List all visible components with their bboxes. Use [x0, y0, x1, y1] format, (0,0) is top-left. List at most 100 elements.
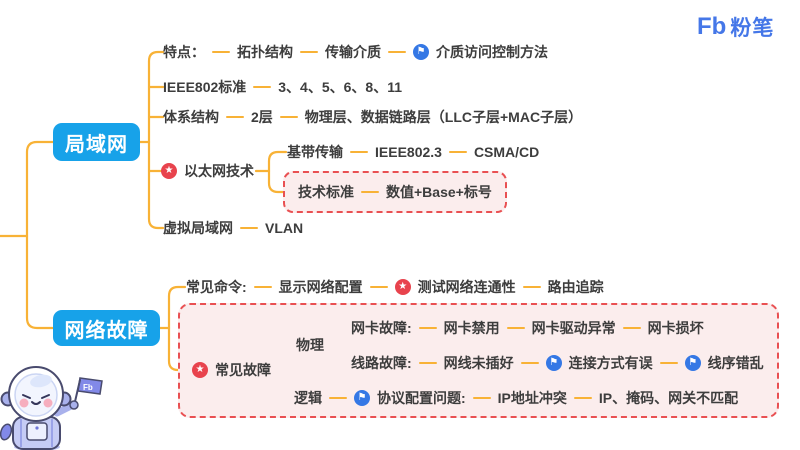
branch-baseband: 基带传输 IEEE802.3 CSMA/CD	[287, 141, 539, 163]
ip-mask-gateway-mismatch: IP、掩码、网关不匹配	[598, 390, 739, 406]
fenbi-logo-mark: Fb	[697, 13, 727, 40]
mascot-flag: Fb	[73, 377, 103, 407]
mascot-chest-panel	[26, 422, 48, 441]
connector-dash	[506, 326, 525, 330]
star-icon: ★	[394, 279, 411, 295]
vlan-value: VLAN	[265, 220, 304, 236]
connector-dash	[448, 150, 467, 154]
ethernet-label: 以太网技术	[184, 163, 254, 179]
commands-traceroute: 路由追踪	[547, 279, 604, 295]
branch-common-faults: ★ 常见故障	[192, 359, 271, 381]
topic-network-fault: 网络故障	[53, 310, 160, 346]
mascot-smile	[31, 401, 41, 405]
branch-architecture: 体系结构 2层 物理层、数据链路层（LLC子层+MAC子层）	[163, 106, 582, 128]
connector-dash	[388, 50, 406, 54]
flag-icon: ⚑	[545, 355, 562, 371]
topic-lan-label: 局域网	[65, 133, 128, 156]
star-glyph: ★	[164, 165, 174, 176]
connector-dash	[361, 190, 379, 194]
connector-dash	[329, 396, 347, 400]
commands-label: 常见命令:	[186, 279, 247, 295]
protocol-config-label: 协议配置问题:	[377, 390, 466, 406]
star-glyph: ★	[398, 281, 408, 292]
branch-vlan: 虚拟局域网 VLAN	[163, 217, 303, 239]
connector-dash	[253, 85, 272, 89]
commands-show-config: 显示网络配置	[278, 279, 363, 295]
branch-logical: 逻辑 ⚑ 协议配置问题: IP地址冲突 IP、掩码、网关不匹配	[294, 387, 738, 409]
baseband-csmacd: CSMA/CD	[473, 144, 540, 160]
nic-disabled: 网卡禁用	[443, 320, 500, 336]
connector-dash	[418, 361, 437, 365]
fenbi-mascot: Fb	[0, 366, 103, 450]
mascot-hand	[69, 400, 79, 410]
topic-network-fault-label: 网络故障	[64, 319, 149, 342]
mascot-flag-text: Fb	[83, 383, 93, 392]
connector-dash	[253, 285, 272, 289]
branch-line-fault: 线路故障: 网线未插好 ⚑ 连接方式有误 ⚑ 线序错乱	[351, 352, 764, 374]
star-icon: ★	[192, 362, 208, 378]
star-icon: ★	[161, 163, 177, 179]
tech-standard-label: 技术标准	[298, 184, 354, 200]
branch-nic-fault: 网卡故障: 网卡禁用 网卡驱动异常 网卡损坏	[351, 317, 704, 339]
wrong-connection-mode: 连接方式有误	[568, 355, 653, 371]
wire-order-error: 线序错乱	[707, 355, 764, 371]
star-glyph: ★	[195, 364, 205, 375]
cable-unplugged: 网线未插好	[443, 355, 514, 371]
flag-glyph: ⚑	[549, 357, 559, 368]
vlan-label: 虚拟局域网	[163, 220, 233, 236]
features-item-topology: 拓扑结构	[237, 44, 293, 60]
connector-dash	[522, 285, 541, 289]
flag-glyph: ⚑	[688, 357, 698, 368]
commands-ping: 测试网络连通性	[417, 279, 516, 295]
connector-dash	[659, 361, 678, 365]
line-fault-label: 线路故障:	[351, 355, 412, 371]
architecture-layers-detail: 物理层、数据链路层（LLC子层+MAC子层）	[304, 109, 583, 125]
architecture-label: 体系结构	[163, 109, 219, 125]
flag-icon: ⚑	[684, 355, 701, 371]
connector-dash	[573, 396, 592, 400]
topic-lan: 局域网	[53, 123, 140, 161]
connector-dash	[279, 115, 298, 119]
common-faults-label: 常见故障	[215, 362, 271, 378]
mascot-eye	[22, 394, 31, 399]
branch-features: 特点： 拓扑结构 传输介质 ⚑ 介质访问控制方法	[163, 41, 548, 63]
connector-dash	[472, 396, 491, 400]
nic-driver-error: 网卡驱动异常	[531, 320, 616, 336]
connector-dash	[350, 150, 368, 154]
mascot-cheek	[43, 398, 53, 408]
tech-standard-highlight-box: 技术标准 数值+Base+标号	[283, 171, 507, 213]
connector-dash	[240, 226, 258, 230]
physical-label: 物理	[296, 337, 324, 353]
branch-ieee802: IEEE802标准 3、4、5、6、8、11	[163, 76, 402, 98]
flag-glyph: ⚑	[416, 46, 426, 57]
flag-icon: ⚑	[354, 390, 370, 406]
features-item-access-control: 介质访问控制方法	[436, 44, 548, 60]
features-item-medium: 传输介质	[325, 44, 381, 60]
ip-conflict: IP地址冲突	[497, 390, 567, 406]
mascot-cheek	[19, 398, 29, 408]
connector-dash	[622, 326, 641, 330]
baseband-ieee8023: IEEE802.3	[375, 144, 442, 160]
architecture-layers-count: 2层	[251, 109, 273, 125]
ieee802-label: IEEE802标准	[163, 79, 247, 95]
flag-glyph: ⚑	[357, 392, 367, 403]
connector-dash	[300, 50, 318, 54]
branch-ethernet: ★ 以太网技术	[161, 160, 254, 182]
ieee802-values: 3、4、5、6、8、11	[278, 79, 402, 95]
mascot-left-arm	[0, 423, 13, 441]
connector-dash	[212, 50, 230, 54]
baseband-label: 基带传输	[287, 144, 343, 160]
fenbi-logo: Fb 粉笔	[697, 12, 774, 42]
branch-physical: 物理	[296, 334, 324, 356]
fenbi-logo-text: 粉笔	[730, 17, 775, 40]
connector-dash	[226, 115, 244, 119]
nic-damaged: 网卡损坏	[647, 320, 704, 336]
tech-standard-format: 数值+Base+标号	[386, 184, 492, 200]
logical-label: 逻辑	[294, 390, 322, 406]
mascot-eye	[41, 394, 50, 399]
nic-fault-label: 网卡故障:	[351, 320, 412, 336]
connector-dash	[520, 361, 539, 365]
branch-common-commands: 常见命令: 显示网络配置 ★ 测试网络连通性 路由追踪	[186, 276, 604, 298]
connector-dash	[418, 326, 437, 330]
